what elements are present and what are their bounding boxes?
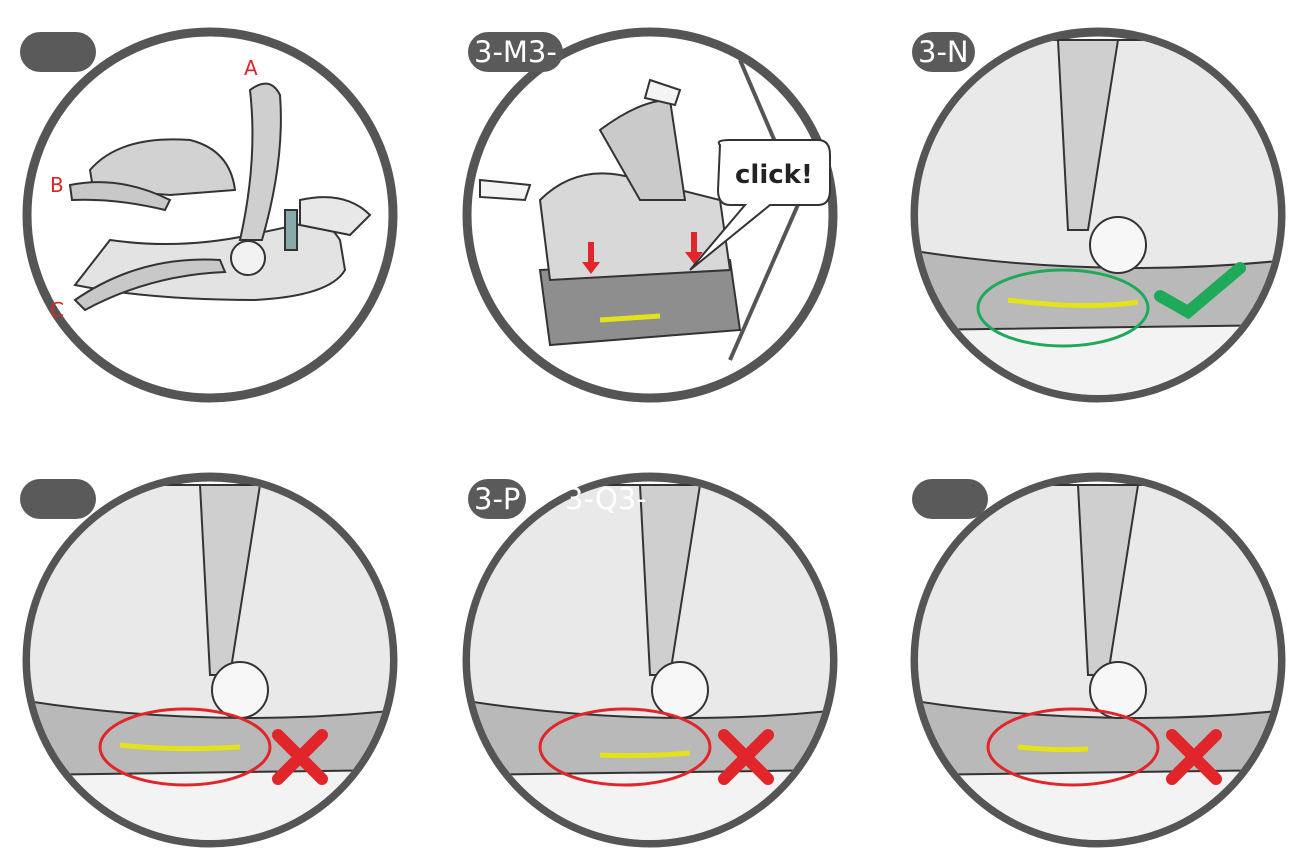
indicator-ring	[986, 707, 1160, 787]
click-text: click!	[735, 160, 813, 190]
panel-3-o	[0, 445, 420, 865]
indicator-incorrect-illustration	[22, 472, 398, 848]
panel-3-p: 3-P 3-Q3-	[440, 445, 860, 865]
step-badge	[20, 32, 96, 72]
cross-mark-icon	[718, 729, 774, 785]
panel-3-n: 3-N	[888, 0, 1296, 420]
part-label-c: C	[50, 298, 64, 322]
panel-carrier-overview: A B C	[0, 0, 420, 420]
part-label-a: A	[244, 56, 258, 80]
click-illustration: click!	[462, 27, 838, 403]
down-arrow-icon	[582, 232, 703, 274]
indicator-incorrect-illustration	[462, 472, 838, 848]
indicator-incorrect-illustration	[910, 472, 1286, 848]
step-badge: 3-N	[912, 32, 975, 72]
part-label-b: B	[50, 173, 64, 197]
step-badge: 3-P	[468, 479, 527, 519]
panel-3-m: click! 3-M3-	[440, 0, 860, 420]
step-badge	[912, 479, 988, 519]
indicator-ring	[976, 268, 1150, 348]
indicator-correct-illustration	[910, 27, 1286, 403]
carrier-illustration	[22, 27, 398, 403]
panel-3-q	[888, 445, 1296, 865]
overlay-label: 3-Q3-	[565, 482, 647, 516]
cross-mark-icon	[1166, 729, 1222, 785]
step-badge: 3-M3-	[468, 32, 563, 72]
indicator-ring	[98, 707, 272, 787]
indicator-ring	[538, 707, 712, 787]
click-callout: click!	[689, 139, 831, 271]
cross-mark-icon	[272, 729, 328, 785]
step-badge	[20, 479, 96, 519]
check-mark-icon	[1154, 262, 1246, 320]
